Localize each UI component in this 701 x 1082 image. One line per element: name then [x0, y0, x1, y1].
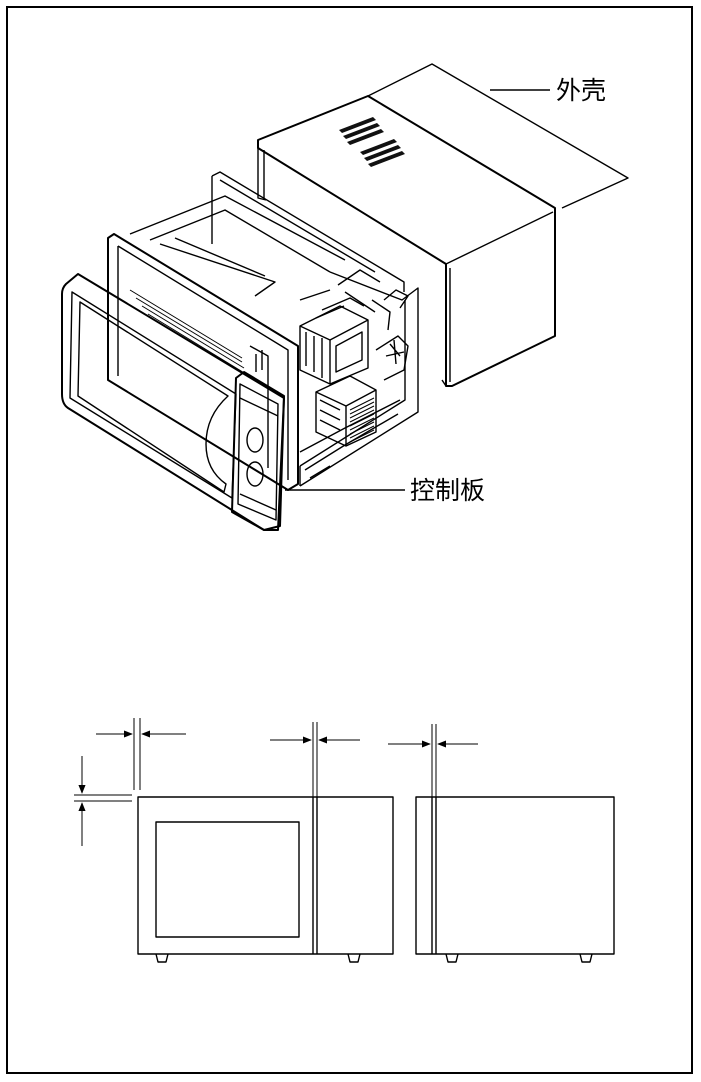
door	[61, 273, 285, 531]
timer-knob-icon	[246, 427, 264, 453]
side-clearance-marker	[388, 724, 478, 797]
power-knob-icon	[246, 461, 264, 487]
label-outer-case: 外壳	[556, 76, 606, 105]
side-view	[415, 796, 615, 963]
control-panel-callout: 控制板	[285, 476, 485, 505]
transformer	[299, 297, 369, 385]
page-border	[6, 6, 693, 1074]
front-frame	[107, 233, 299, 491]
front-view	[137, 796, 394, 963]
top-clearance-marker	[74, 756, 132, 846]
outer-case-shell	[257, 95, 556, 387]
control-panel	[231, 371, 285, 531]
chassis	[129, 171, 419, 487]
vent-slots	[339, 117, 405, 167]
fan-assembly	[371, 299, 409, 381]
dimension-views	[74, 718, 615, 963]
outer-case-callout: 外壳	[367, 63, 629, 209]
label-control-panel: 控制板	[410, 476, 485, 505]
left-clearance-marker	[96, 718, 186, 790]
magnetron	[315, 375, 377, 447]
front-middle-clearance-marker	[270, 722, 360, 797]
exploded-view	[61, 95, 556, 531]
